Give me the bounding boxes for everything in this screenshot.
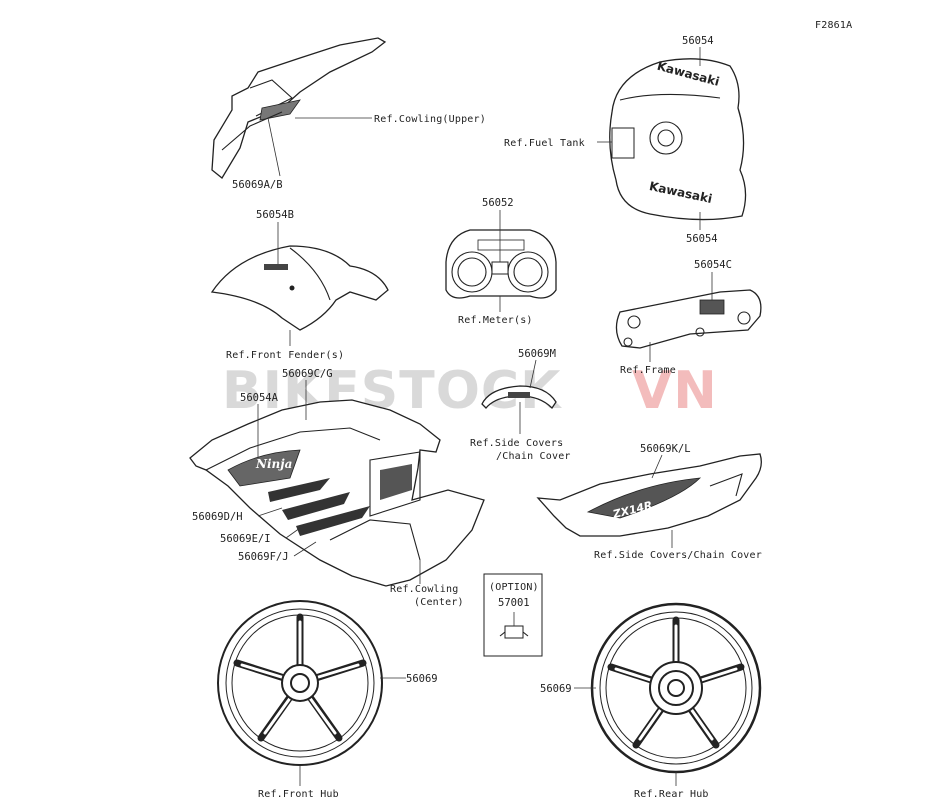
center-cowling-drawing: Ninja xyxy=(189,399,485,587)
ref-cowling-center-2: (Center) xyxy=(414,597,464,608)
part-56054b: 56054B xyxy=(256,209,294,221)
part-56054c: 56054C xyxy=(694,259,732,271)
part-56054a: 56054A xyxy=(240,392,279,404)
ref-cowling-center: Ref.Cowling xyxy=(390,584,458,595)
part-56069cg: 56069C/G xyxy=(282,368,333,380)
ref-frame: Ref.Frame xyxy=(620,365,676,376)
front-fender-drawing xyxy=(210,245,389,331)
part-56054-top: 56054 xyxy=(682,35,714,47)
side-cover-small-drawing xyxy=(481,385,557,410)
decal-ninja: Ninja xyxy=(255,457,292,471)
ref-front-fender: Ref.Front Fender(s) xyxy=(226,350,344,361)
ref-fuel-tank: Ref.Fuel Tank xyxy=(504,138,585,149)
figure-code: F2861A xyxy=(815,20,852,31)
part-56069fj: 56069F/J xyxy=(238,551,289,563)
part-56069-front: 56069 xyxy=(406,673,438,685)
ref-side-covers-chain: Ref.Side Covers/Chain Cover xyxy=(594,550,762,561)
part-57001: 57001 xyxy=(498,597,530,609)
part-56069-rear: 56069 xyxy=(540,683,572,695)
ref-meter: Ref.Meter(s) xyxy=(458,315,533,326)
front-wheel-drawing xyxy=(217,600,383,766)
rear-side-cover-drawing: ZX14R xyxy=(536,453,762,537)
option-label: (OPTION) xyxy=(489,582,539,593)
part-56054-bottom: 56054 xyxy=(686,233,718,245)
ref-rear-hub: Ref.Rear Hub xyxy=(634,789,709,800)
rear-wheel-drawing xyxy=(590,602,762,774)
ref-chain-cover: /Chain Cover xyxy=(496,451,571,462)
ref-cowling-upper: Ref.Cowling(Upper) xyxy=(374,114,486,125)
option-box xyxy=(483,573,543,657)
part-56069ab: 56069A/B xyxy=(232,179,283,191)
ref-front-hub: Ref.Front Hub xyxy=(258,789,339,800)
fuel-tank-drawing: Kawasaki Kawasaki xyxy=(609,58,747,221)
part-56069dh: 56069D/H xyxy=(192,511,243,523)
part-56052: 56052 xyxy=(482,197,514,209)
ref-side-covers: Ref.Side Covers xyxy=(470,438,563,449)
upper-cowling-drawing xyxy=(211,37,387,179)
part-56069kl: 56069K/L xyxy=(640,443,691,455)
part-56069m: 56069M xyxy=(518,348,556,360)
meter-drawing xyxy=(445,229,557,299)
part-56069ei: 56069E/I xyxy=(220,533,271,545)
frame-drawing xyxy=(615,289,762,349)
watermark-text-2: VN xyxy=(632,361,718,421)
